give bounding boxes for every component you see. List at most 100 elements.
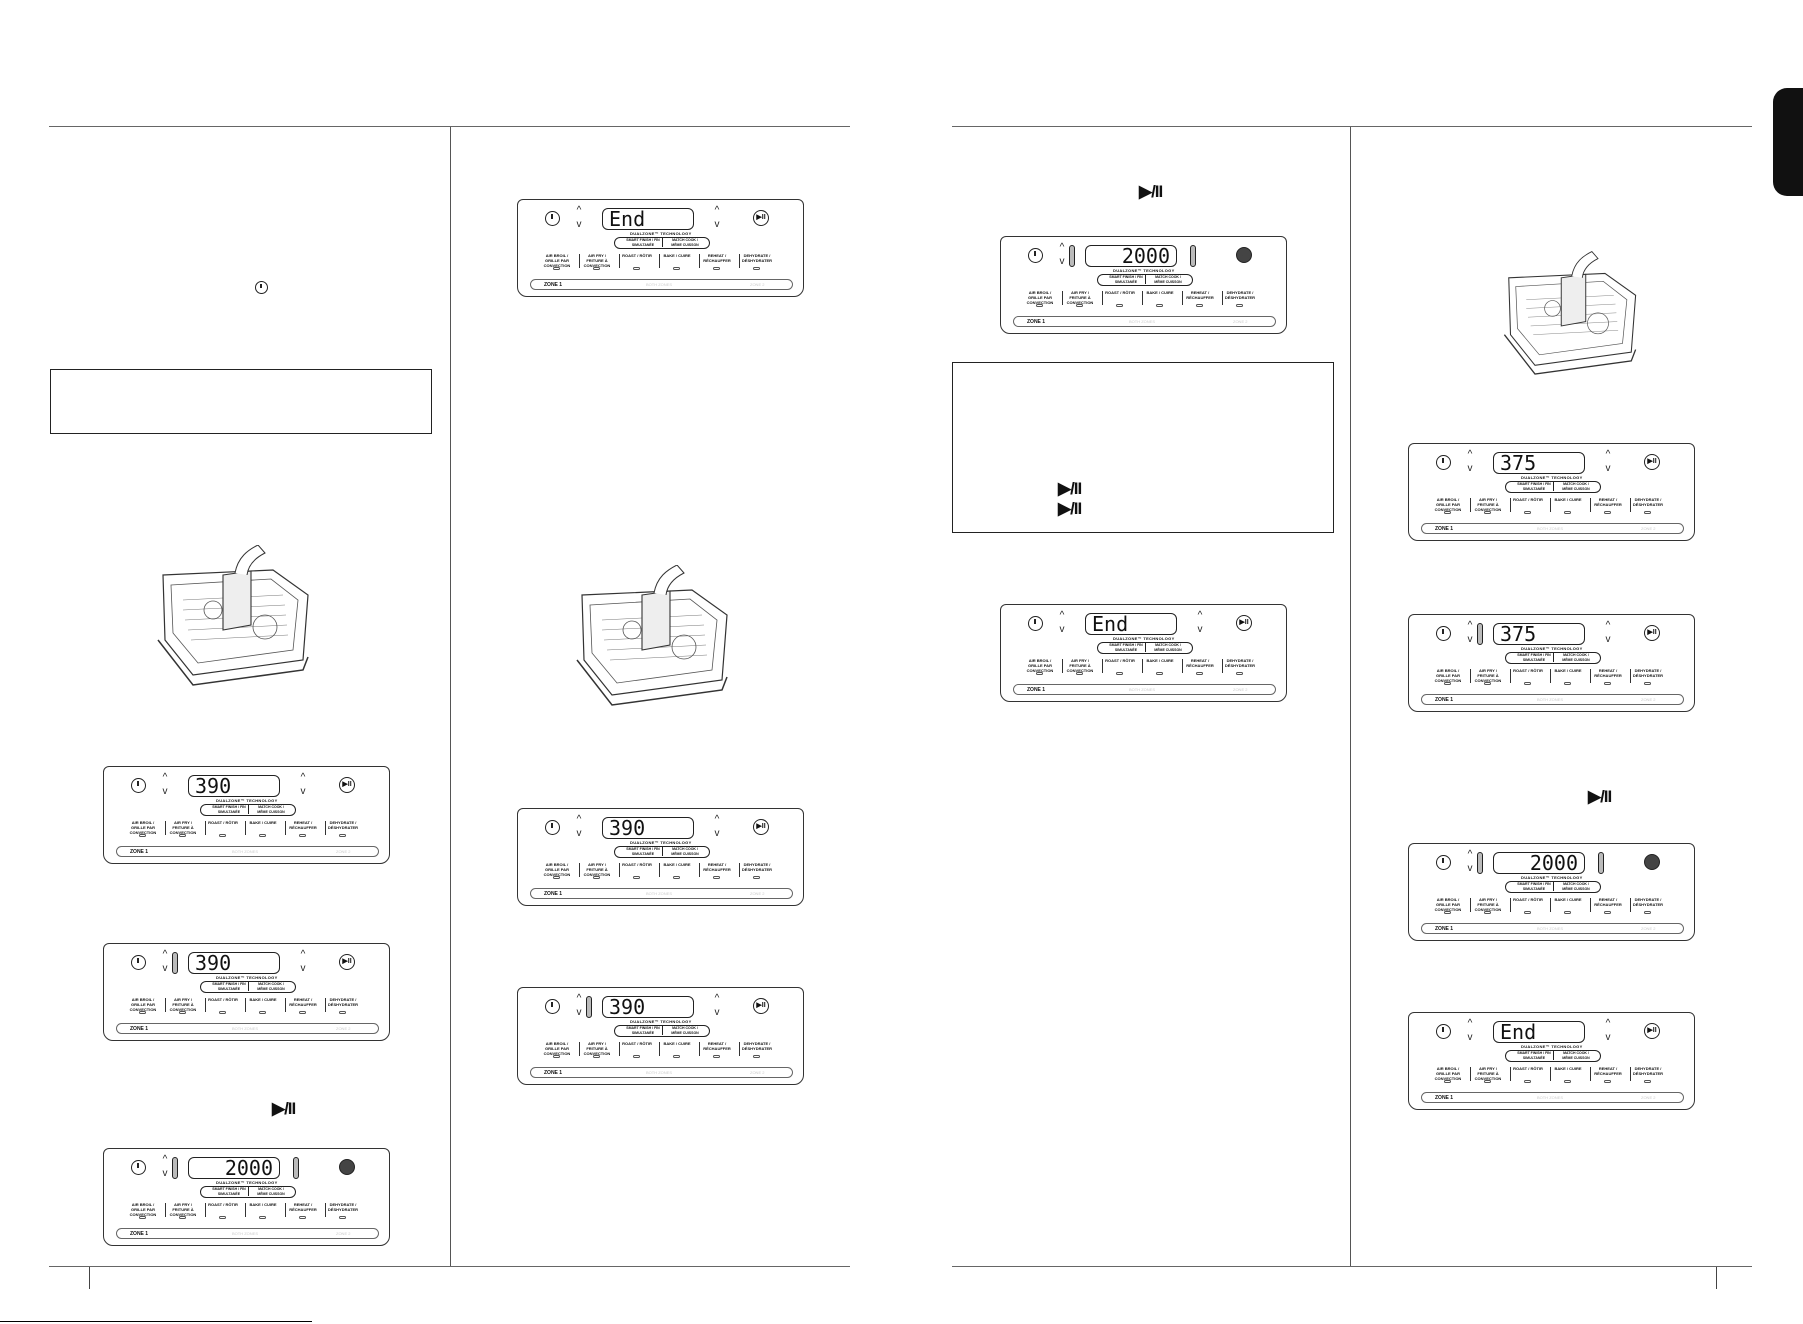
cook-mode-label[interactable]: BAKE / CUIRE: [663, 1041, 691, 1046]
start-pause-button[interactable]: ▶II: [753, 998, 769, 1014]
zone-selector-bar[interactable]: [1421, 923, 1684, 934]
zone-1-label[interactable]: ZONE 1: [1435, 926, 1454, 932]
temp-down-arrow[interactable]: v: [1467, 863, 1473, 874]
cook-mode-label[interactable]: BAKE / CUIRE: [1146, 290, 1174, 295]
cook-mode-label[interactable]: BAKE / CUIRE: [1554, 497, 1582, 502]
zone-2-label[interactable]: ZONE 2: [1233, 687, 1248, 692]
cook-mode-label[interactable]: REHEAT / RÉCHAUFFER: [703, 862, 731, 872]
zone-selector-bar[interactable]: [1421, 523, 1684, 534]
start-pause-button[interactable]: ▶II: [1236, 247, 1252, 263]
cook-mode-label[interactable]: ROAST / RÔTIR: [622, 253, 652, 258]
cook-mode-label[interactable]: AIR BROIL / GRILLE PAR CONVECTION: [1434, 497, 1462, 512]
time-down-arrow[interactable]: v: [1605, 463, 1611, 474]
time-up-arrow[interactable]: ^: [1197, 610, 1203, 621]
cook-mode-label[interactable]: BAKE / CUIRE: [1554, 897, 1582, 902]
cook-mode-label[interactable]: AIR BROIL / GRILLE PAR CONVECTION: [1434, 1066, 1462, 1081]
start-pause-button[interactable]: ▶II: [1644, 854, 1660, 870]
cook-mode-label[interactable]: REHEAT / RÉCHAUFFER: [1594, 897, 1622, 907]
both-zones-label[interactable]: BOTH ZONES: [646, 1070, 673, 1075]
zone-1-label[interactable]: ZONE 1: [1027, 687, 1046, 693]
cook-mode-label[interactable]: AIR BROIL / GRILLE PAR CONVECTION: [1026, 658, 1054, 673]
cook-mode-label[interactable]: BAKE / CUIRE: [663, 253, 691, 258]
temp-up-arrow[interactable]: ^: [576, 814, 582, 825]
zone-selector-bar[interactable]: [530, 888, 793, 899]
zone-1-label[interactable]: ZONE 1: [130, 1026, 149, 1032]
cook-mode-label[interactable]: DEHYDRATE / DÉSHYDRATER: [327, 820, 359, 830]
cook-mode-label[interactable]: AIR FRY / FRITURE À CONVECTION: [1066, 290, 1094, 305]
zone-2-label[interactable]: ZONE 2: [1641, 526, 1656, 531]
both-zones-label[interactable]: BOTH ZONES: [1129, 319, 1156, 324]
cook-mode-label[interactable]: DEHYDRATE / DÉSHYDRATER: [1632, 668, 1664, 678]
temp-down-arrow[interactable]: v: [162, 786, 168, 797]
cook-mode-label[interactable]: DEHYDRATE / DÉSHYDRATER: [741, 253, 773, 263]
temp-down-arrow[interactable]: v: [576, 828, 582, 839]
both-zones-label[interactable]: BOTH ZONES: [232, 1026, 259, 1031]
smart-finish-match-cook-pill[interactable]: [1097, 642, 1193, 654]
smart-finish-match-cook-pill[interactable]: [200, 981, 296, 993]
temp-down-arrow[interactable]: v: [162, 963, 168, 974]
zone-1-label[interactable]: ZONE 1: [1435, 697, 1454, 703]
cook-mode-label[interactable]: AIR BROIL / GRILLE PAR CONVECTION: [1434, 668, 1462, 683]
time-up-arrow[interactable]: ^: [300, 949, 306, 960]
cook-mode-label[interactable]: ROAST / RÔTIR: [208, 1202, 238, 1207]
cook-mode-label[interactable]: ROAST / RÔTIR: [208, 997, 238, 1002]
cook-mode-label[interactable]: BAKE / CUIRE: [1554, 668, 1582, 673]
start-pause-button[interactable]: ▶II: [1644, 625, 1660, 641]
cook-mode-label[interactable]: REHEAT / RÉCHAUFFER: [289, 820, 317, 830]
cook-mode-label[interactable]: AIR FRY / FRITURE À CONVECTION: [1474, 497, 1502, 512]
zone-2-label[interactable]: ZONE 2: [1641, 926, 1656, 931]
time-up-arrow[interactable]: ^: [300, 772, 306, 783]
start-pause-button[interactable]: ▶II: [339, 777, 355, 793]
zone-1-label[interactable]: ZONE 1: [130, 849, 149, 855]
power-button[interactable]: [1436, 455, 1451, 470]
smart-finish-match-cook-pill[interactable]: [1505, 652, 1601, 664]
cook-mode-label[interactable]: AIR FRY / FRITURE À CONVECTION: [1474, 668, 1502, 683]
temp-up-arrow[interactable]: ^: [162, 1154, 168, 1165]
power-button[interactable]: [131, 1160, 146, 1175]
cook-mode-label[interactable]: BAKE / CUIRE: [249, 1202, 277, 1207]
cook-mode-label[interactable]: BAKE / CUIRE: [1554, 1066, 1582, 1071]
zone-selector-bar[interactable]: [116, 1023, 379, 1034]
time-up-arrow[interactable]: ^: [714, 814, 720, 825]
cook-mode-label[interactable]: ROAST / RÔTIR: [622, 862, 652, 867]
cook-mode-label[interactable]: AIR BROIL / GRILLE PAR CONVECTION: [129, 997, 157, 1012]
temp-up-arrow[interactable]: ^: [1467, 1018, 1473, 1029]
cook-mode-label[interactable]: REHEAT / RÉCHAUFFER: [703, 253, 731, 263]
cook-mode-label[interactable]: REHEAT / RÉCHAUFFER: [289, 1202, 317, 1212]
power-button[interactable]: [545, 999, 560, 1014]
zone-selector-bar[interactable]: [530, 1067, 793, 1078]
cook-mode-label[interactable]: DEHYDRATE / DÉSHYDRATER: [1224, 290, 1256, 300]
cook-mode-label[interactable]: AIR FRY / FRITURE À CONVECTION: [1474, 1066, 1502, 1081]
temp-up-arrow[interactable]: ^: [162, 772, 168, 783]
time-down-arrow[interactable]: v: [1197, 624, 1203, 635]
cook-mode-label[interactable]: DEHYDRATE / DÉSHYDRATER: [1632, 897, 1664, 907]
both-zones-label[interactable]: BOTH ZONES: [1537, 926, 1564, 931]
power-button[interactable]: [1028, 616, 1043, 631]
cook-mode-label[interactable]: REHEAT / RÉCHAUFFER: [1186, 658, 1214, 668]
temp-down-arrow[interactable]: v: [576, 219, 582, 230]
start-pause-button[interactable]: ▶II: [1644, 1023, 1660, 1039]
cook-mode-label[interactable]: AIR FRY / FRITURE À CONVECTION: [1066, 658, 1094, 673]
start-pause-button[interactable]: ▶II: [339, 1159, 355, 1175]
cook-mode-label[interactable]: DEHYDRATE / DÉSHYDRATER: [1632, 497, 1664, 507]
smart-finish-match-cook-pill[interactable]: [614, 237, 710, 249]
temp-up-arrow[interactable]: ^: [576, 993, 582, 1004]
zone-2-label[interactable]: ZONE 2: [750, 282, 765, 287]
start-pause-button[interactable]: ▶II: [753, 819, 769, 835]
cook-mode-label[interactable]: REHEAT / RÉCHAUFFER: [1594, 668, 1622, 678]
cook-mode-label[interactable]: ROAST / RÔTIR: [622, 1041, 652, 1046]
cook-mode-label[interactable]: AIR BROIL / GRILLE PAR CONVECTION: [129, 1202, 157, 1217]
cook-mode-label[interactable]: BAKE / CUIRE: [663, 862, 691, 867]
power-button[interactable]: [1436, 1024, 1451, 1039]
temp-up-arrow[interactable]: ^: [1467, 849, 1473, 860]
zone-selector-bar[interactable]: [1013, 684, 1276, 695]
cook-mode-label[interactable]: ROAST / RÔTIR: [1105, 290, 1135, 295]
temp-up-arrow[interactable]: ^: [1059, 242, 1065, 253]
zone-1-label[interactable]: ZONE 1: [1027, 319, 1046, 325]
cook-mode-label[interactable]: ROAST / RÔTIR: [1513, 1066, 1543, 1071]
zone-1-label[interactable]: ZONE 1: [544, 1070, 563, 1076]
zone-2-label[interactable]: ZONE 2: [336, 1026, 351, 1031]
cook-mode-label[interactable]: BAKE / CUIRE: [249, 820, 277, 825]
both-zones-label[interactable]: BOTH ZONES: [1537, 1095, 1564, 1100]
both-zones-label[interactable]: BOTH ZONES: [1537, 526, 1564, 531]
